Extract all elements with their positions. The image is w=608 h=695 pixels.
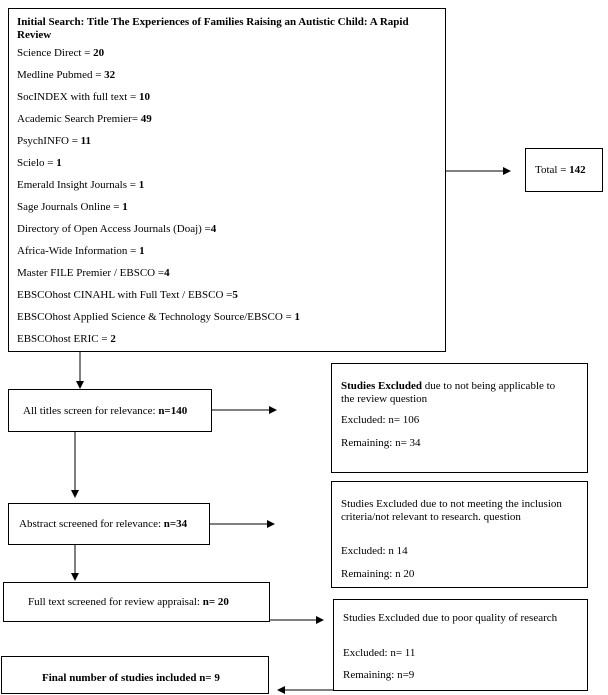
database-item: Academic Search Premier= 49 [17,113,152,126]
database-item: SocINDEX with full text = 10 [17,91,150,104]
database-item: Directory of Open Access Journals (Doaj)… [17,223,216,236]
stage-titles-box: All titles screen for relevance: n=140 [8,389,212,432]
database-count: 1 [122,201,128,213]
database-count: 32 [104,69,116,81]
total-box: Total = 142 [525,148,603,192]
database-name: EBSCOhost ERIC = [17,333,111,345]
database-item: EBSCOhost ERIC = 2 [17,333,116,346]
database-count: 1 [56,157,62,169]
stage-titles-label: All titles screen for relevance: n=140 [23,405,188,417]
database-name: Master FILE Premier / EBSCO = [17,267,165,279]
final-value: 9 [214,672,220,684]
database-name: EBSCOhost Applied Science & Technology S… [17,311,295,323]
database-count: 20 [93,47,105,59]
excluded-2-remaining: Remaining: n 20 [341,568,415,580]
excluded-3-count: Excluded: n= 11 [343,647,416,659]
initial-search-title: Initial Search: Title The Experiences of… [17,16,409,41]
excluded-3-remaining: Remaining: n=9 [343,669,415,681]
excluded-box-1: Studies Excluded due to not being applic… [331,363,588,473]
initial-search-box: Initial Search: Title The Experiences of… [8,8,446,352]
database-count: 1 [138,179,145,191]
database-name: Directory of Open Access Journals (Doaj)… [17,223,211,235]
database-name: Sage Journals Online = [17,201,123,213]
database-name: Science Direct = [17,47,94,59]
database-name: PsychINFO = [17,135,81,147]
excluded-1-count: Excluded: n= 106 [341,414,420,426]
stage-fulltext-value: n= 20 [202,596,229,608]
database-count: 4 [210,223,217,235]
stage-abstract-value: n=34 [163,518,188,530]
excluded-2-count: Excluded: n 14 [341,545,408,557]
stage-fulltext-label: Full text screened for review appraisal:… [28,596,229,608]
database-item: Sage Journals Online = 1 [17,201,128,214]
database-item: Scielo = 1 [17,157,62,170]
database-item: PsychINFO = 11 [17,135,91,148]
database-item: Science Direct = 20 [17,47,104,60]
final-label: Final number of studies included n= 9 [42,672,220,684]
total-value: 142 [569,164,586,176]
database-name: Academic Search Premier= [17,113,141,125]
excluded-box-3: Studies Excluded due to poor quality of … [333,599,588,691]
database-name: Medline Pubmed = [17,69,105,81]
database-item: Master FILE Premier / EBSCO =4 [17,267,170,280]
database-count: 4 [164,267,170,279]
total-label: Total = 142 [535,164,586,176]
database-count: 1 [294,311,300,323]
database-name: Scielo = [17,157,57,169]
database-item: Medline Pubmed = 32 [17,69,115,82]
excluded-2-reason: Studies Excluded due to not meeting the … [341,498,562,523]
stage-titles-value: n=140 [158,405,188,417]
stage-abstract-label: Abstract screened for relevance: n=34 [19,518,188,530]
database-count: 11 [80,135,92,147]
database-count: 49 [140,113,152,125]
database-count: 5 [232,289,238,301]
stage-fulltext-box: Full text screened for review appraisal:… [3,582,270,622]
final-box: Final number of studies included n= 9 [1,656,269,694]
database-name: EBSCOhost CINAHL with Full Text / EBSCO … [17,289,233,301]
database-item: EBSCOhost CINAHL with Full Text / EBSCO … [17,289,238,302]
database-name: Emerald Insight Journals = [17,179,139,191]
database-count: 10 [139,91,150,103]
database-count: 2 [110,333,116,345]
database-name: Africa-Wide Information = [17,245,140,257]
excluded-3-reason: Studies Excluded due to poor quality of … [343,612,558,624]
stage-abstract-box: Abstract screened for relevance: n=34 [8,503,210,545]
excluded-1-remaining: Remaining: n= 34 [341,437,421,449]
database-item: Africa-Wide Information = 1 [17,245,145,258]
database-item: EBSCOhost Applied Science & Technology S… [17,311,300,324]
excluded-box-2: Studies Excluded due to not meeting the … [331,481,588,588]
database-name: SocINDEX with full text = [17,91,139,103]
excluded-1-reason: Studies Excluded due to not being applic… [341,380,556,405]
database-count: 1 [139,245,145,257]
database-item: Emerald Insight Journals = 1 [17,179,144,192]
